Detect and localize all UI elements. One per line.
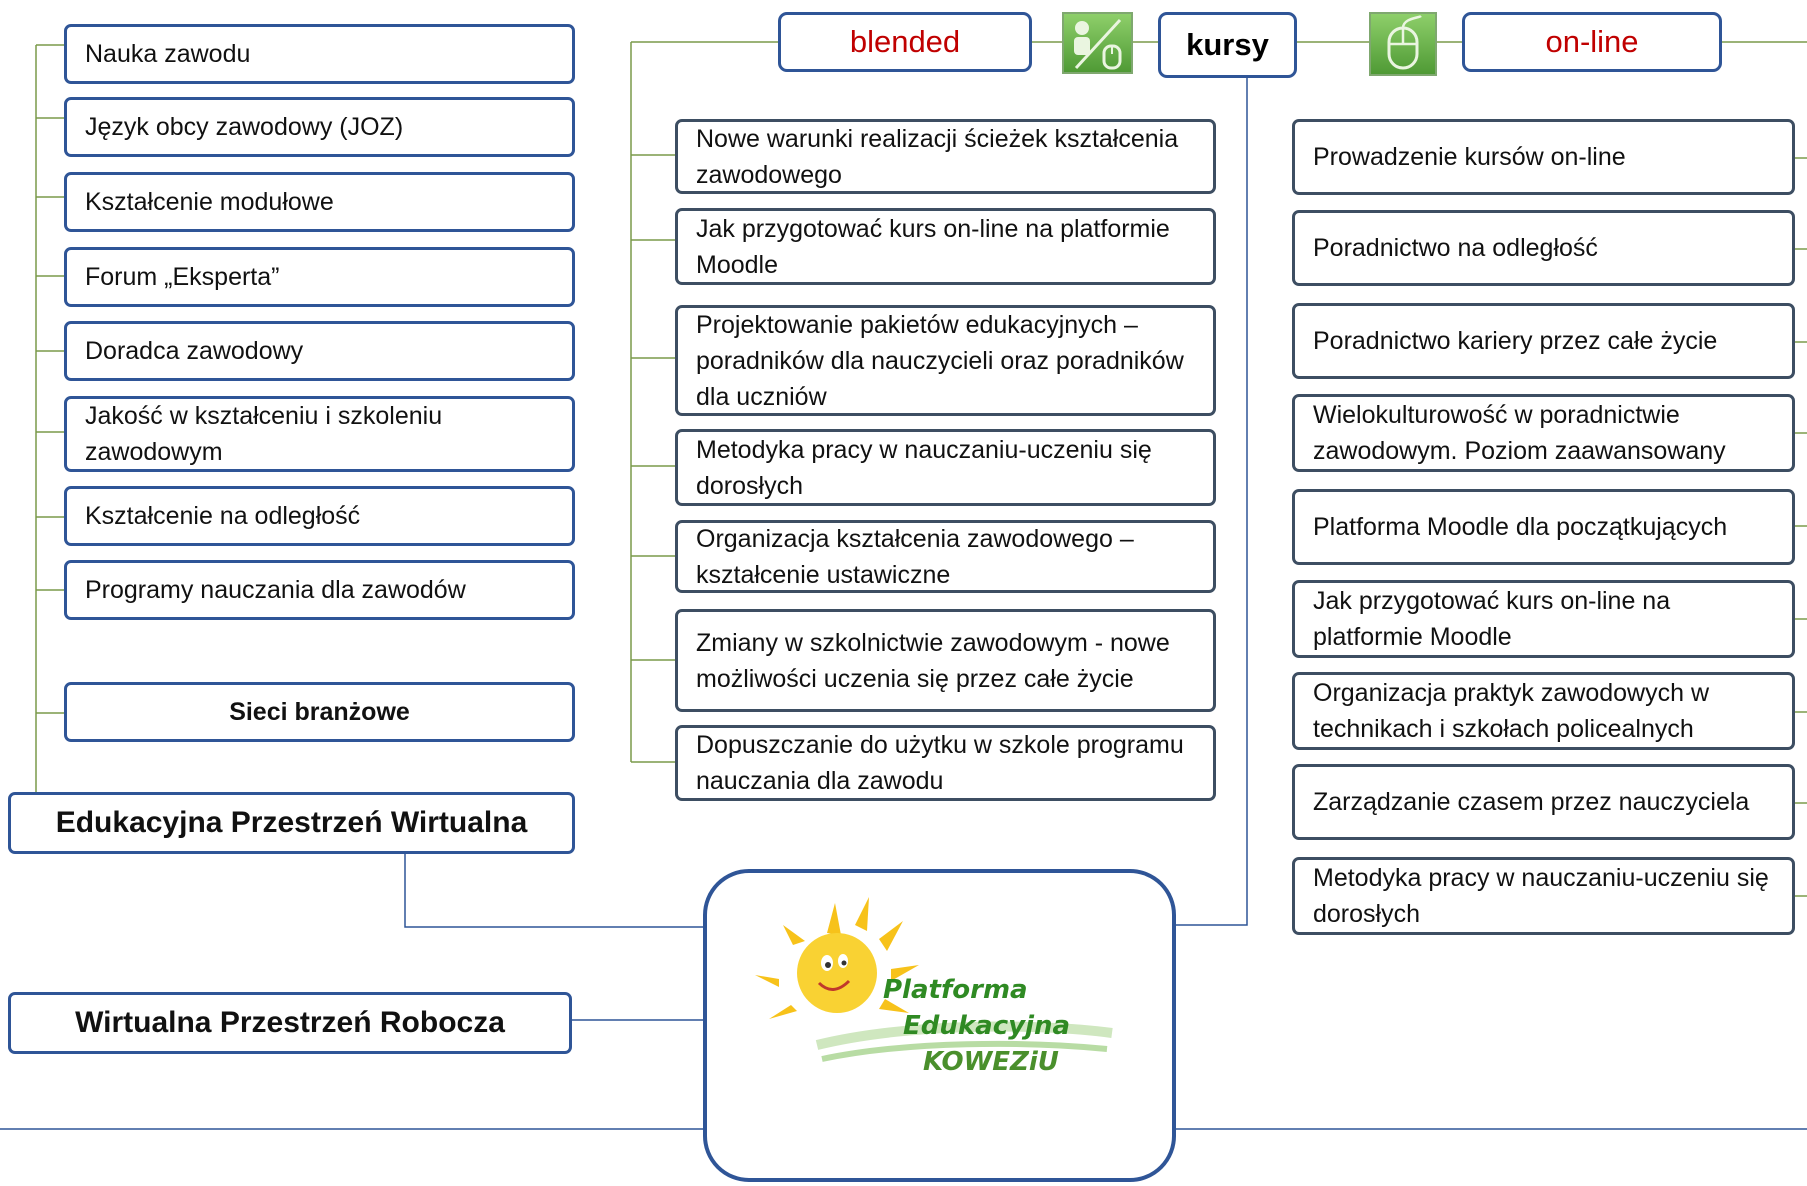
left-item-programy-nauczania[interactable]: Programy nauczania dla zawodów	[64, 560, 575, 620]
left-item-ksztalcenie-modulowe[interactable]: Kształcenie modułowe	[64, 172, 575, 232]
left-item-doradca-zawodowy[interactable]: Doradca zawodowy	[64, 321, 575, 381]
logo-line-2: Edukacyjna	[903, 1011, 1071, 1041]
online-item-label: Wielokulturowość w poradnictwie zawodowy…	[1313, 401, 1726, 465]
sieci-branzowe-button[interactable]: Sieci branżowe	[64, 682, 575, 742]
online-item-label: Poradnictwo kariery przez całe życie	[1313, 327, 1718, 355]
header-kursy-label: kursy	[1186, 27, 1269, 62]
blended-item-label: Jak przygotować kurs on-line na platform…	[696, 214, 1170, 279]
wirtualna-przestrzen-label: Wirtualna Przestrzeń Robocza	[75, 1006, 505, 1039]
online-item-wielokulturowosc[interactable]: Wielokulturowość w poradnictwie zawodowy…	[1292, 394, 1795, 472]
blended-item-zmiany-w-szkolnictwie[interactable]: Zmiany w szkolnictwie zawodowym - nowe m…	[675, 609, 1216, 712]
blended-item-organizacja-ksztalcenia[interactable]: Organizacja kształcenia zawodowego – ksz…	[675, 520, 1216, 593]
wirtualna-przestrzen-button[interactable]: Wirtualna Przestrzeń Robocza	[8, 992, 572, 1054]
header-blended[interactable]: blended	[778, 12, 1032, 72]
blended-item-nowe-warunki[interactable]: Nowe warunki realizacji ścieżek kształce…	[675, 119, 1216, 194]
blended-item-label: Nowe warunki realizacji ścieżek kształce…	[696, 124, 1179, 189]
sieci-branzowe-label: Sieci branżowe	[229, 698, 410, 726]
header-online[interactable]: on-line	[1462, 12, 1722, 72]
left-item-label: Kształcenie modułowe	[85, 188, 334, 216]
online-item-label: Poradnictwo na odległość	[1313, 234, 1598, 262]
online-item-zarzadzanie-czasem[interactable]: Zarządzanie czasem przez nauczyciela	[1292, 764, 1795, 840]
header-online-label: on-line	[1545, 24, 1639, 59]
blended-item-projektowanie-pakietow[interactable]: Projektowanie pakietów edukacyjnych – po…	[675, 305, 1216, 416]
left-item-label: Jakość w kształceniu i szkoleniu zawodow…	[85, 402, 443, 466]
online-item-label: Platforma Moodle dla początkujących	[1313, 513, 1728, 541]
left-item-label: Doradca zawodowy	[85, 337, 304, 365]
online-item-platforma-moodle[interactable]: Platforma Moodle dla początkujących	[1292, 489, 1795, 565]
online-item-poradnictwo-na-odleglosc[interactable]: Poradnictwo na odległość	[1292, 210, 1795, 286]
blended-item-metodyka-pracy[interactable]: Metodyka pracy w nauczaniu-uczeniu się d…	[675, 429, 1216, 506]
left-item-label: Język obcy zawodowy (JOZ)	[85, 113, 404, 141]
online-item-label: Jak przygotować kurs on-line na platform…	[1313, 587, 1671, 651]
logo-line-1: Platforma	[883, 975, 1028, 1005]
blended-item-kurs-online-moodle[interactable]: Jak przygotować kurs on-line na platform…	[675, 208, 1216, 285]
left-item-label: Forum „Eksperta”	[85, 263, 280, 291]
sun-logo-icon	[755, 897, 1113, 1062]
blended-item-label: Zmiany w szkolnictwie zawodowym - nowe m…	[696, 628, 1170, 693]
online-item-label: Prowadzenie kursów on-line	[1313, 143, 1626, 171]
left-item-nauka-zawodu[interactable]: Nauka zawodu	[64, 24, 575, 84]
edukacyjna-przestrzen-label: Edukacyjna Przestrzeń Wirtualna	[55, 806, 528, 839]
left-item-jezyk-obcy[interactable]: Język obcy zawodowy (JOZ)	[64, 97, 575, 157]
online-item-metodyka-pracy[interactable]: Metodyka pracy w nauczaniu-uczeniu się d…	[1292, 857, 1795, 935]
platform-logo-box[interactable]: Platforma Edukacyjna KOWEZiU	[703, 869, 1176, 1182]
left-item-ksztalcenie-na-odleglosc[interactable]: Kształcenie na odległość	[64, 486, 575, 546]
online-item-prowadzenie-kursow[interactable]: Prowadzenie kursów on-line	[1292, 119, 1795, 195]
blended-item-label: Metodyka pracy w nauczaniu-uczeniu się d…	[696, 435, 1152, 500]
left-item-label: Nauka zawodu	[85, 40, 251, 68]
mouse-icon	[1369, 12, 1437, 76]
left-item-jakosc[interactable]: Jakość w kształceniu i szkoleniu zawodow…	[64, 396, 575, 472]
blended-learning-icon	[1062, 12, 1133, 74]
blended-item-label: Organizacja kształcenia zawodowego – ksz…	[696, 524, 1134, 589]
header-kursy[interactable]: kursy	[1158, 12, 1297, 78]
online-item-kurs-online-moodle[interactable]: Jak przygotować kurs on-line na platform…	[1292, 580, 1795, 658]
blended-item-label: Dopuszczanie do użytku w szkole programu…	[696, 731, 1184, 795]
logo-line-3: KOWEZiU	[923, 1047, 1059, 1077]
online-item-label: Metodyka pracy w nauczaniu-uczeniu się d…	[1313, 864, 1769, 928]
online-item-label: Zarządzanie czasem przez nauczyciela	[1313, 788, 1750, 816]
left-item-forum-eksperta[interactable]: Forum „Eksperta”	[64, 247, 575, 307]
online-item-organizacja-praktyk[interactable]: Organizacja praktyk zawodowych w technik…	[1292, 672, 1795, 750]
online-item-poradnictwo-kariery[interactable]: Poradnictwo kariery przez całe życie	[1292, 303, 1795, 379]
left-item-label: Kształcenie na odległość	[85, 502, 361, 530]
left-item-label: Programy nauczania dla zawodów	[85, 576, 466, 604]
online-item-label: Organizacja praktyk zawodowych w technik…	[1313, 679, 1709, 743]
edukacyjna-przestrzen-button[interactable]: Edukacyjna Przestrzeń Wirtualna	[8, 792, 575, 854]
blended-item-label: Projektowanie pakietów edukacyjnych – po…	[696, 310, 1184, 411]
header-blended-label: blended	[849, 24, 961, 59]
blended-item-dopuszczanie[interactable]: Dopuszczanie do użytku w szkole programu…	[675, 725, 1216, 801]
